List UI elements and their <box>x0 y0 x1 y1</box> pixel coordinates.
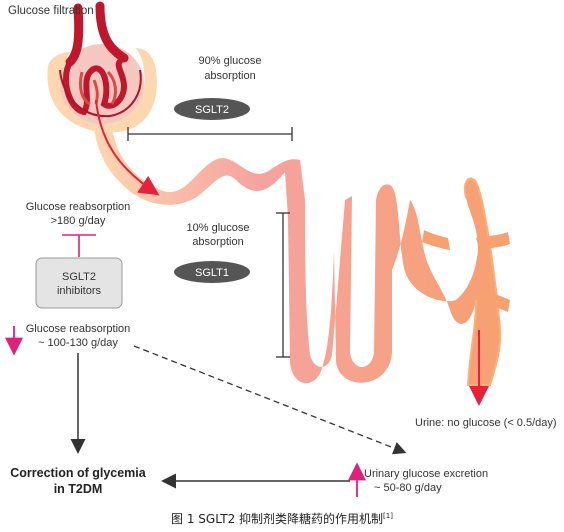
reabsorption-high-line2: >180 g/day <box>51 215 106 227</box>
reabsorption-high-line1: Glucose reabsorption <box>26 201 131 213</box>
figure-caption: 图 1 SGLT2 抑制剂类降糖药的作用机制[1] <box>0 510 564 527</box>
sglt2-segment-bracket <box>127 127 293 141</box>
glucose-filtration-label: Glucose filtration <box>8 5 94 17</box>
reabsorption-low-line1: Glucose reabsorption <box>26 323 131 335</box>
correction-line2: in T2DM <box>54 482 103 496</box>
inhibition-bar <box>62 234 96 257</box>
sglt1-badge: SGLT1 <box>174 261 250 283</box>
svg-text:SGLT2: SGLT2 <box>62 271 96 283</box>
absorption-10-line1: 10% glucose <box>187 222 250 234</box>
svg-text:inhibitors: inhibitors <box>57 285 102 297</box>
reabsorption-low-line2: ~ 100-130 g/day <box>38 337 118 349</box>
urinary-excretion-line1: Urinary glucose excretion <box>364 468 488 480</box>
absorption-90-line1: 90% glucose <box>199 55 262 67</box>
svg-text:SGLT1: SGLT1 <box>195 267 229 279</box>
caption-ref: [1] <box>383 512 393 520</box>
renal-tubule <box>93 112 510 386</box>
urine-label: Urine: no glucose (< 0.5/day) <box>415 417 557 429</box>
dashed-excretion-arrow <box>133 345 407 455</box>
filtration-flow-arrow <box>95 99 160 196</box>
caption-text: 图 1 SGLT2 抑制剂类降糖药的作用机制 <box>171 512 384 526</box>
glomerulus <box>47 1 157 133</box>
sglt2-inhibitors-box: SGLT2 inhibitors <box>35 257 123 309</box>
sglt1-segment-bracket <box>276 212 290 358</box>
absorption-90-line2: absorption <box>204 70 255 82</box>
correction-line1: Correction of glycemia <box>10 466 146 480</box>
urinary-excretion-line2: ~ 50-80 g/day <box>374 482 442 494</box>
svg-text:SGLT2: SGLT2 <box>195 104 229 116</box>
absorption-10-line2: absorption <box>192 236 243 248</box>
sglt2-badge: SGLT2 <box>174 98 250 120</box>
